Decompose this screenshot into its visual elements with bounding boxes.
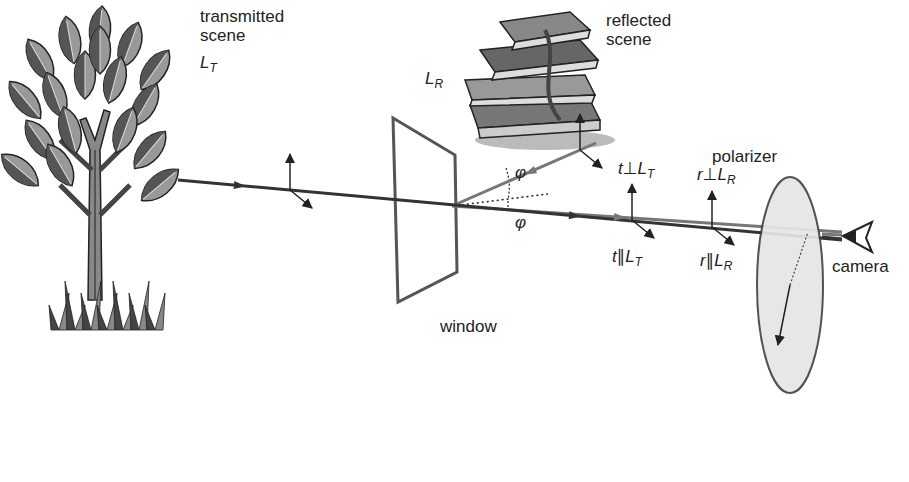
label: reflected scene bbox=[606, 12, 696, 49]
polarizer-disc bbox=[757, 177, 823, 393]
label: r⊥LR bbox=[697, 166, 736, 185]
label: transmitted scene bbox=[200, 8, 290, 45]
eye-icon bbox=[843, 222, 872, 252]
books-illustration bbox=[465, 12, 615, 150]
window-pane bbox=[393, 118, 457, 302]
label: r∥LR bbox=[700, 252, 732, 271]
label: LR bbox=[425, 70, 443, 89]
label: polarizer bbox=[712, 148, 777, 167]
label: φ bbox=[515, 164, 526, 183]
label: window bbox=[440, 318, 497, 337]
tree-illustration bbox=[0, 5, 185, 330]
label: camera bbox=[832, 258, 889, 277]
label: t∥LT bbox=[612, 248, 642, 267]
label: φ bbox=[515, 214, 526, 233]
label: t⊥LT bbox=[618, 160, 654, 179]
label: LT bbox=[200, 54, 217, 73]
